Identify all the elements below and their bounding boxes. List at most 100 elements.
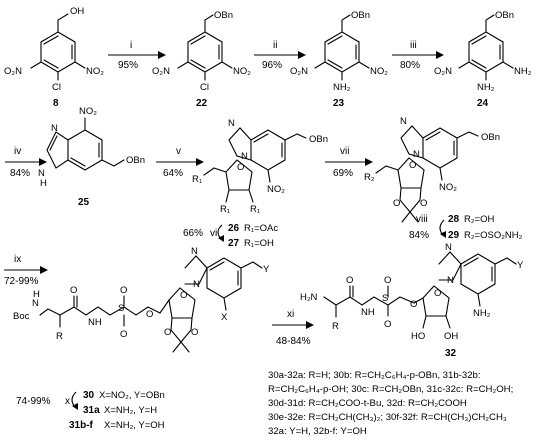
amino-right-label: NH₂: [514, 66, 532, 77]
hydroxyl-left-label: HO: [411, 331, 425, 342]
ring-oxygen-label: O: [237, 162, 244, 173]
benzyloxy-label: OBn: [309, 134, 328, 145]
hydrogen-label: H: [40, 178, 47, 189]
nitro-label: NO₂: [439, 182, 457, 193]
substituent-legend: 30a-32a: R=H; 30b: R=CH₂C₆H₄-p-OBn, 31b-…: [268, 370, 513, 437]
step-viii-yield: 84%: [409, 230, 429, 241]
compound-32-structure: H₂N R O NH S O O O O HO OH N N Y NH₂ 32: [300, 242, 524, 359]
nitro-right-label: NO₂: [370, 66, 388, 77]
compound-27-number: 27: [228, 238, 240, 249]
amino-terminus-label: H₂N: [300, 292, 318, 303]
step-iv-arrow: iv 84%: [5, 146, 47, 179]
legend-line: 32a: Y=H, 32b-f: Y=OH: [268, 426, 367, 437]
compound-30-31-structure: Boc N H R O NH S O O O O O O N N Y X: [13, 246, 270, 353]
nitro-left-label: O₂N: [290, 66, 308, 77]
chloro-label: Cl: [200, 82, 209, 93]
hydroxyl-right-label: OH: [444, 331, 458, 342]
r-label: R: [332, 321, 339, 332]
compound-23-number: 23: [333, 98, 345, 109]
step-iii-yield: 80%: [400, 60, 420, 71]
step-vii-arrow: vii 69%: [325, 146, 373, 179]
benzyloxy-label: OBn: [126, 155, 145, 166]
r-label: R: [56, 331, 63, 342]
compound-25-number: 25: [78, 197, 90, 208]
compound-8-structure: OH O₂N NO₂ Cl 8: [4, 6, 104, 109]
benzyloxy-label: OBn: [351, 10, 370, 21]
compound-32-number: 32: [445, 348, 457, 359]
amino-label: NH₂: [477, 82, 495, 93]
y-label: Y: [517, 260, 524, 271]
step-v-yield: 64%: [163, 168, 183, 179]
compound-28-substituent: R₂=OH: [464, 214, 494, 225]
ester-o-label: O: [146, 309, 153, 320]
imidazole-nh-label: N: [38, 168, 45, 179]
step-i-reagent: i: [130, 40, 132, 51]
step-x-arrow: 74-99% x 30 X=NO₂, Y=OBn 31a X=NH₂, Y=H …: [16, 390, 165, 431]
compound-28-number: 28: [448, 214, 460, 225]
compound-31bf-number: 31b-f: [69, 420, 94, 431]
step-viii-arrow: viii 84% 28 R₂=OH 29 R₂=OSO₂NH₂: [409, 214, 523, 241]
legend-line: 30e-32e: R=CH₂CH(CH₃)₂; 30f-32f: R=CH(CH…: [268, 412, 507, 423]
acetonide-oxygen-left: O: [164, 327, 171, 338]
step-x-yield: 74-99%: [16, 396, 51, 407]
sulfonamide-nh-label: NH: [88, 317, 102, 328]
compound-8-number: 8: [53, 98, 59, 109]
chloro-label: Cl: [52, 82, 61, 93]
step-viii-reagent: viii: [416, 214, 428, 225]
compound-31a-number: 31a: [83, 405, 100, 416]
sulfonyl-o-bottom: O: [384, 319, 391, 330]
compound-28-29-structure: N N OBn NO₂ O R₂ O O: [364, 116, 500, 223]
glycosidic-n-label: N: [241, 151, 248, 162]
step-xi-reagent: xi: [287, 309, 294, 320]
imidazole-n-label: N: [400, 116, 407, 127]
compound-27-substituent: R₁=OH: [244, 238, 274, 249]
sulfur-label: S: [118, 303, 124, 314]
compound-24-number: 24: [477, 98, 489, 109]
acetonide-oxygen-right: O: [420, 198, 427, 209]
carbonyl-o-label: O: [70, 285, 77, 296]
x-label: X: [221, 312, 228, 323]
nitro-right-label: NO₂: [233, 66, 251, 77]
r1-label: R₁: [192, 174, 202, 185]
compound-26-substituent: R₁=OAc: [244, 223, 278, 234]
step-iii-arrow: iii 80%: [392, 40, 444, 71]
amino-label: NH₂: [333, 82, 351, 93]
amide-h-label: H: [33, 289, 40, 300]
nitro-label: O₂N: [434, 66, 452, 77]
compound-30-number: 30: [83, 390, 95, 401]
step-v-reagent: v: [176, 146, 181, 157]
compound-29-number: 29: [448, 230, 460, 241]
sulfonyl-o-bottom: O: [120, 329, 127, 340]
imidazole-n-label: N: [191, 246, 198, 257]
step-iii-reagent: iii: [410, 40, 417, 51]
ring-oxygen-label: O: [434, 288, 441, 299]
step-ix-yield: 72-99%: [4, 276, 39, 287]
step-xi-yield: 48-84%: [276, 336, 311, 347]
step-ix-arrow: ix 72-99%: [4, 254, 48, 287]
nitro-label: NO₂: [79, 106, 97, 117]
step-vi-arrow: 66% vi 26 R₁=OAc 27 R₁=OH: [183, 223, 278, 249]
benzyloxy-label: OBn: [481, 132, 500, 143]
legend-line: R=CH₂C₆H₄-p-OH; 30c: R=CH₂OBn, 31c-32c: …: [268, 384, 513, 395]
r1-label: R₁: [220, 204, 230, 215]
compound-22-number: 22: [196, 98, 208, 109]
step-vi-yield: 66%: [183, 228, 203, 239]
step-ii-yield: 96%: [262, 60, 282, 71]
step-vi-reagent: vi: [210, 228, 217, 239]
nitro-right-label: NO₂: [86, 66, 104, 77]
legend-line: 30a-32a: R=H; 30b: R=CH₂C₆H₄-p-OBn, 31b-…: [268, 370, 481, 381]
r2-label: R₂: [364, 172, 375, 183]
step-i-yield: 95%: [118, 60, 138, 71]
benzyloxy-label: OBn: [214, 10, 233, 21]
carbonyl-o-label: O: [346, 275, 353, 286]
amino-label: NH₂: [473, 308, 491, 319]
nitro-left-label: O₂N: [4, 66, 22, 77]
compound-26-27-structure: N N OBn NO₂ O R₁ R₁ R₁: [192, 118, 328, 215]
r1-label: R₁: [250, 204, 260, 215]
amide-n-label: N: [32, 298, 39, 309]
glycosidic-n-label: N: [413, 149, 420, 160]
sulfonamide-nh-label: NH: [361, 307, 375, 318]
step-ii-arrow: ii 96%: [254, 40, 306, 71]
step-ii-reagent: ii: [273, 40, 277, 51]
glycosidic-n-label: N: [193, 279, 200, 290]
